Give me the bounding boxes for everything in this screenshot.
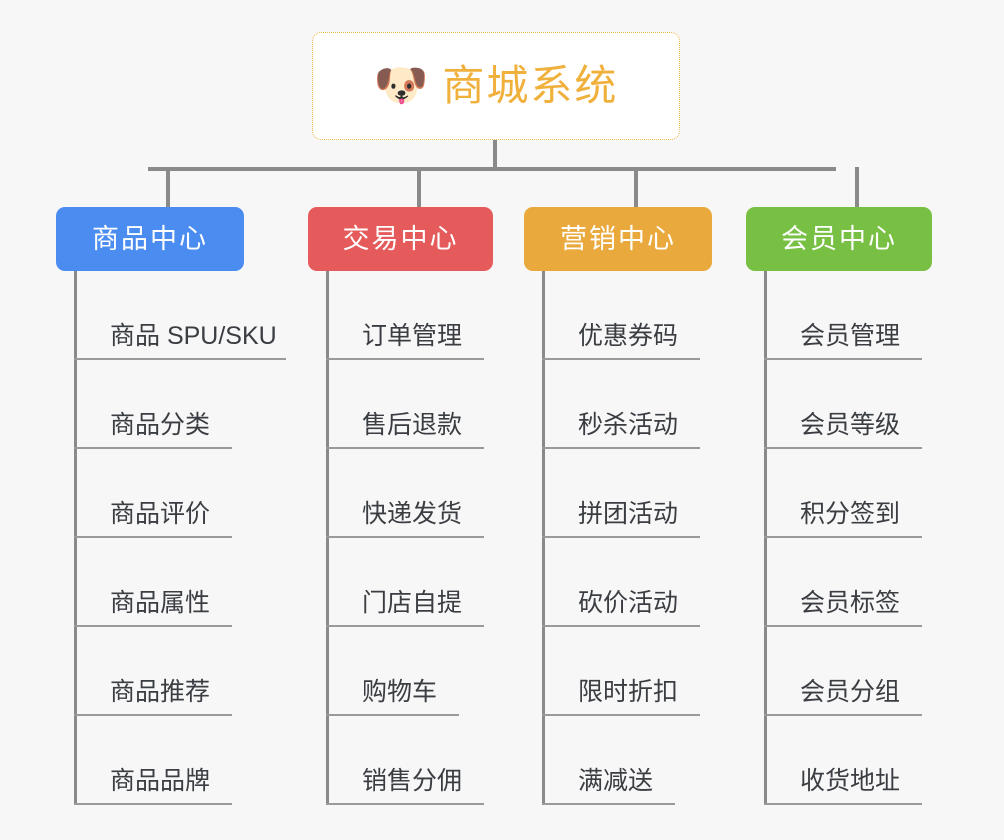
leaf-item[interactable]: 收货地址 — [764, 716, 922, 805]
leaf-item-label: 售后退款 — [362, 411, 463, 439]
leaf-item-underline — [326, 447, 484, 449]
connector-drop-3 — [634, 167, 638, 207]
leaf-item-underline — [326, 358, 484, 360]
leaf-item-label: 快递发货 — [362, 500, 463, 528]
leaf-item-underline — [74, 447, 232, 449]
leaf-item[interactable]: 砍价活动 — [542, 538, 700, 627]
leaf-item-underline — [542, 714, 700, 716]
leaf-item[interactable]: 商品品牌 — [74, 716, 232, 805]
leaf-item-underline — [764, 803, 922, 805]
leaf-item-underline — [74, 536, 232, 538]
leaf-item-underline — [764, 536, 922, 538]
leaf-item-underline — [74, 714, 232, 716]
category-header-label: 商品中心 — [92, 223, 208, 254]
category-header-1[interactable]: 商品中心 — [56, 207, 244, 271]
leaf-item-underline — [326, 625, 484, 627]
leaf-item-underline — [326, 536, 484, 538]
leaf-item[interactable]: 快递发货 — [326, 449, 484, 538]
category-header-3[interactable]: 营销中心 — [524, 207, 712, 271]
leaf-item[interactable]: 商品属性 — [74, 538, 232, 627]
root-node-title: 商城系统 — [442, 62, 619, 109]
column-3: 营销中心优惠券码秒杀活动拼团活动砍价活动限时折扣满减送 — [524, 207, 712, 805]
dog-face-icon: 🐶 — [373, 60, 429, 111]
connector-drop-1 — [166, 167, 170, 207]
leaf-item[interactable]: 会员等级 — [764, 360, 922, 449]
leaf-item-label: 会员标签 — [800, 589, 901, 617]
connector-drop-4 — [855, 167, 859, 207]
connector-drop-2 — [416, 167, 421, 207]
leaf-item[interactable]: 商品 SPU/SKU — [74, 271, 286, 360]
leaf-item-label: 商品分类 — [110, 411, 211, 439]
leaf-item[interactable]: 会员管理 — [764, 271, 922, 360]
leaf-item[interactable]: 销售分佣 — [326, 716, 484, 805]
root-node-content: 🐶 商城系统 — [374, 64, 619, 108]
leaf-item-label: 商品 SPU/SKU — [110, 322, 277, 350]
leaf-item[interactable]: 门店自提 — [326, 538, 484, 627]
leaf-item-label: 销售分佣 — [362, 767, 463, 795]
leaf-item-underline — [542, 358, 700, 360]
column-1: 商品中心商品 SPU/SKU 商品分类商品评价商品属性商品推荐商品品牌 — [56, 207, 286, 805]
leaf-item[interactable]: 会员分组 — [764, 627, 922, 716]
leaf-item-label: 限时折扣 — [578, 678, 679, 706]
category-header-label: 会员中心 — [781, 223, 897, 254]
connector-root-stem — [493, 140, 497, 170]
leaf-item[interactable]: 秒杀活动 — [542, 360, 700, 449]
leaf-item[interactable]: 商品推荐 — [74, 627, 232, 716]
column-2: 交易中心订单管理售后退款快递发货门店自提购物车销售分佣 — [308, 207, 493, 805]
leaf-item-label: 商品评价 — [110, 500, 211, 528]
leaf-item[interactable]: 购物车 — [326, 627, 459, 716]
leaf-item-label: 会员等级 — [800, 411, 901, 439]
leaf-item[interactable]: 会员标签 — [764, 538, 922, 627]
leaf-item[interactable]: 优惠券码 — [542, 271, 700, 360]
leaf-item-underline — [542, 536, 700, 538]
leaf-item[interactable]: 积分签到 — [764, 449, 922, 538]
leaf-item-label: 拼团活动 — [578, 500, 679, 528]
leaf-item-label: 会员分组 — [800, 678, 901, 706]
leaf-item[interactable]: 满减送 — [542, 716, 675, 805]
leaf-item[interactable]: 订单管理 — [326, 271, 484, 360]
leaf-item-label: 会员管理 — [800, 322, 901, 350]
root-node-mall-system[interactable]: 🐶 商城系统 — [312, 32, 680, 140]
leaf-item-label: 商品推荐 — [110, 678, 211, 706]
leaf-item[interactable]: 售后退款 — [326, 360, 484, 449]
leaf-item-underline — [764, 447, 922, 449]
leaf-item-label: 商品品牌 — [110, 767, 211, 795]
leaf-item-label: 满减送 — [578, 767, 654, 795]
leaf-item-underline — [764, 358, 922, 360]
leaf-item-underline — [764, 625, 922, 627]
category-header-label: 营销中心 — [560, 223, 676, 254]
column-trunk-line — [74, 271, 77, 805]
column-trunk-line — [326, 271, 329, 805]
leaf-item-underline — [74, 803, 232, 805]
connector-horizontal-bus — [148, 167, 836, 171]
leaf-item-label: 砍价活动 — [578, 589, 679, 617]
leaf-item[interactable]: 商品评价 — [74, 449, 232, 538]
leaf-item-underline — [74, 358, 286, 360]
leaf-item-label: 订单管理 — [362, 322, 463, 350]
column-trunk-line — [542, 271, 545, 805]
leaf-item-underline — [764, 714, 922, 716]
category-header-2[interactable]: 交易中心 — [308, 207, 493, 271]
leaf-item[interactable]: 拼团活动 — [542, 449, 700, 538]
column-trunk-line — [764, 271, 767, 805]
leaf-item-label: 商品属性 — [110, 589, 211, 617]
leaf-item-label: 购物车 — [362, 678, 438, 706]
leaf-item-label: 收货地址 — [800, 767, 901, 795]
leaf-item-underline — [542, 447, 700, 449]
leaf-item-underline — [74, 625, 232, 627]
leaf-item-label: 优惠券码 — [578, 322, 679, 350]
leaf-item-label: 门店自提 — [362, 589, 463, 617]
leaf-item[interactable]: 限时折扣 — [542, 627, 700, 716]
column-4: 会员中心会员管理会员等级积分签到会员标签会员分组收货地址 — [746, 207, 932, 805]
leaf-item-underline — [542, 803, 675, 805]
leaf-item[interactable]: 商品分类 — [74, 360, 232, 449]
category-header-label: 交易中心 — [342, 223, 459, 254]
leaf-item-label: 秒杀活动 — [578, 411, 679, 439]
category-header-4[interactable]: 会员中心 — [746, 207, 932, 271]
leaf-item-underline — [542, 625, 700, 627]
leaf-item-label: 积分签到 — [800, 500, 901, 528]
leaf-item-underline — [326, 803, 484, 805]
leaf-item-underline — [326, 714, 459, 716]
